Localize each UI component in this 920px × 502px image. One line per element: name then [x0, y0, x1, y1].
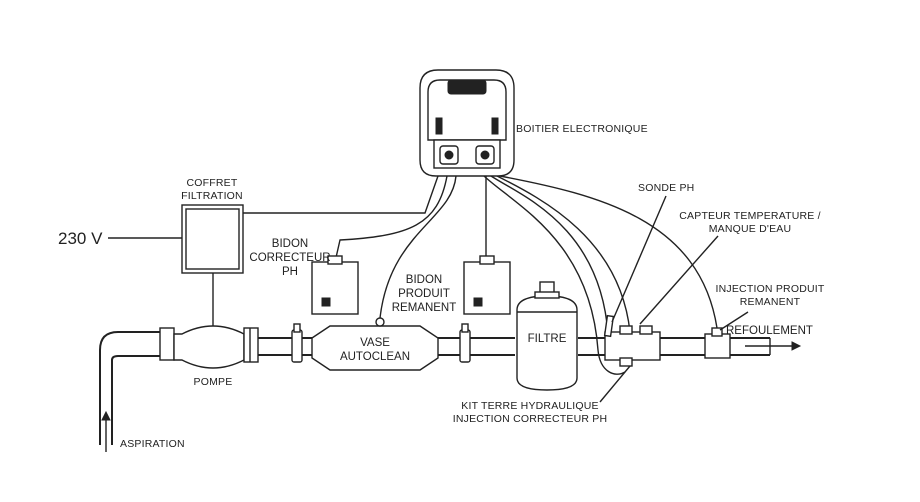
- label-kit-2: INJECTION CORRECTEUR PH: [453, 413, 608, 425]
- label-injection-rem-1: INJECTION PRODUIT: [716, 283, 825, 295]
- bidon-remanent: [463, 255, 511, 315]
- label-capteur-2: MANQUE D'EAU: [709, 223, 792, 235]
- cable-to-kit-terre: [483, 175, 626, 375]
- boitier-electronique: [419, 69, 515, 177]
- pompe: [159, 325, 259, 369]
- label-capteur-1: CAPTEUR TEMPERATURE /: [679, 210, 821, 222]
- valve-right: [459, 323, 471, 363]
- label-bidon-ph-1: BIDON: [272, 238, 308, 250]
- label-bidon-ph-3: PH: [282, 266, 298, 278]
- cable-to-sonde-ph: [490, 175, 609, 335]
- label-coffret-2: FILTRATION: [181, 190, 243, 202]
- label-kit-1: KIT TERRE HYDRAULIQUE: [461, 400, 598, 412]
- label-coffret-1: COFFRET: [187, 177, 238, 189]
- cable-to-capteur: [496, 175, 631, 333]
- cable-to-vase: [379, 175, 457, 319]
- label-bidon-rem-3: REMANENT: [392, 302, 457, 314]
- label-boitier: BOITIER ELECTRONIQUE: [516, 123, 648, 135]
- aspiration-arrow: [101, 410, 111, 452]
- injection-remanent-fitting: [704, 327, 731, 359]
- cables: [108, 175, 718, 375]
- coffret-to-boitier-cable: [243, 175, 439, 214]
- tube-to-bidon-ph: [334, 175, 448, 263]
- label-pompe: POMPE: [194, 376, 233, 388]
- label-vase-1: VASE: [360, 337, 390, 349]
- tube-to-injection-remanent: [499, 175, 718, 329]
- vase-autoclean: [311, 317, 439, 371]
- bidon-ph: [311, 255, 359, 315]
- coffret-filtration: [181, 204, 244, 274]
- label-sonde-ph: SONDE PH: [638, 182, 694, 194]
- probe-holder: [603, 314, 661, 367]
- label-bidon-ph-2: CORRECTEUR: [249, 252, 330, 264]
- label-injection-rem-2: REMANENT: [740, 296, 801, 308]
- label-vase-2: AUTOCLEAN: [340, 351, 410, 363]
- aspiration-pipe: [99, 331, 160, 445]
- refoulement-arrow: [745, 341, 802, 351]
- filtre: [516, 281, 578, 391]
- label-bidon-rem-2: PRODUIT: [398, 288, 450, 300]
- leader-lines: [599, 195, 749, 403]
- label-aspiration: ASPIRATION: [120, 438, 185, 450]
- label-voltage: 230 V: [58, 229, 103, 248]
- valve-left: [291, 323, 303, 363]
- label-refoulement: REFOULEMENT: [726, 325, 813, 337]
- label-bidon-rem-1: BIDON: [406, 274, 442, 286]
- label-filtre: FILTRE: [528, 333, 567, 345]
